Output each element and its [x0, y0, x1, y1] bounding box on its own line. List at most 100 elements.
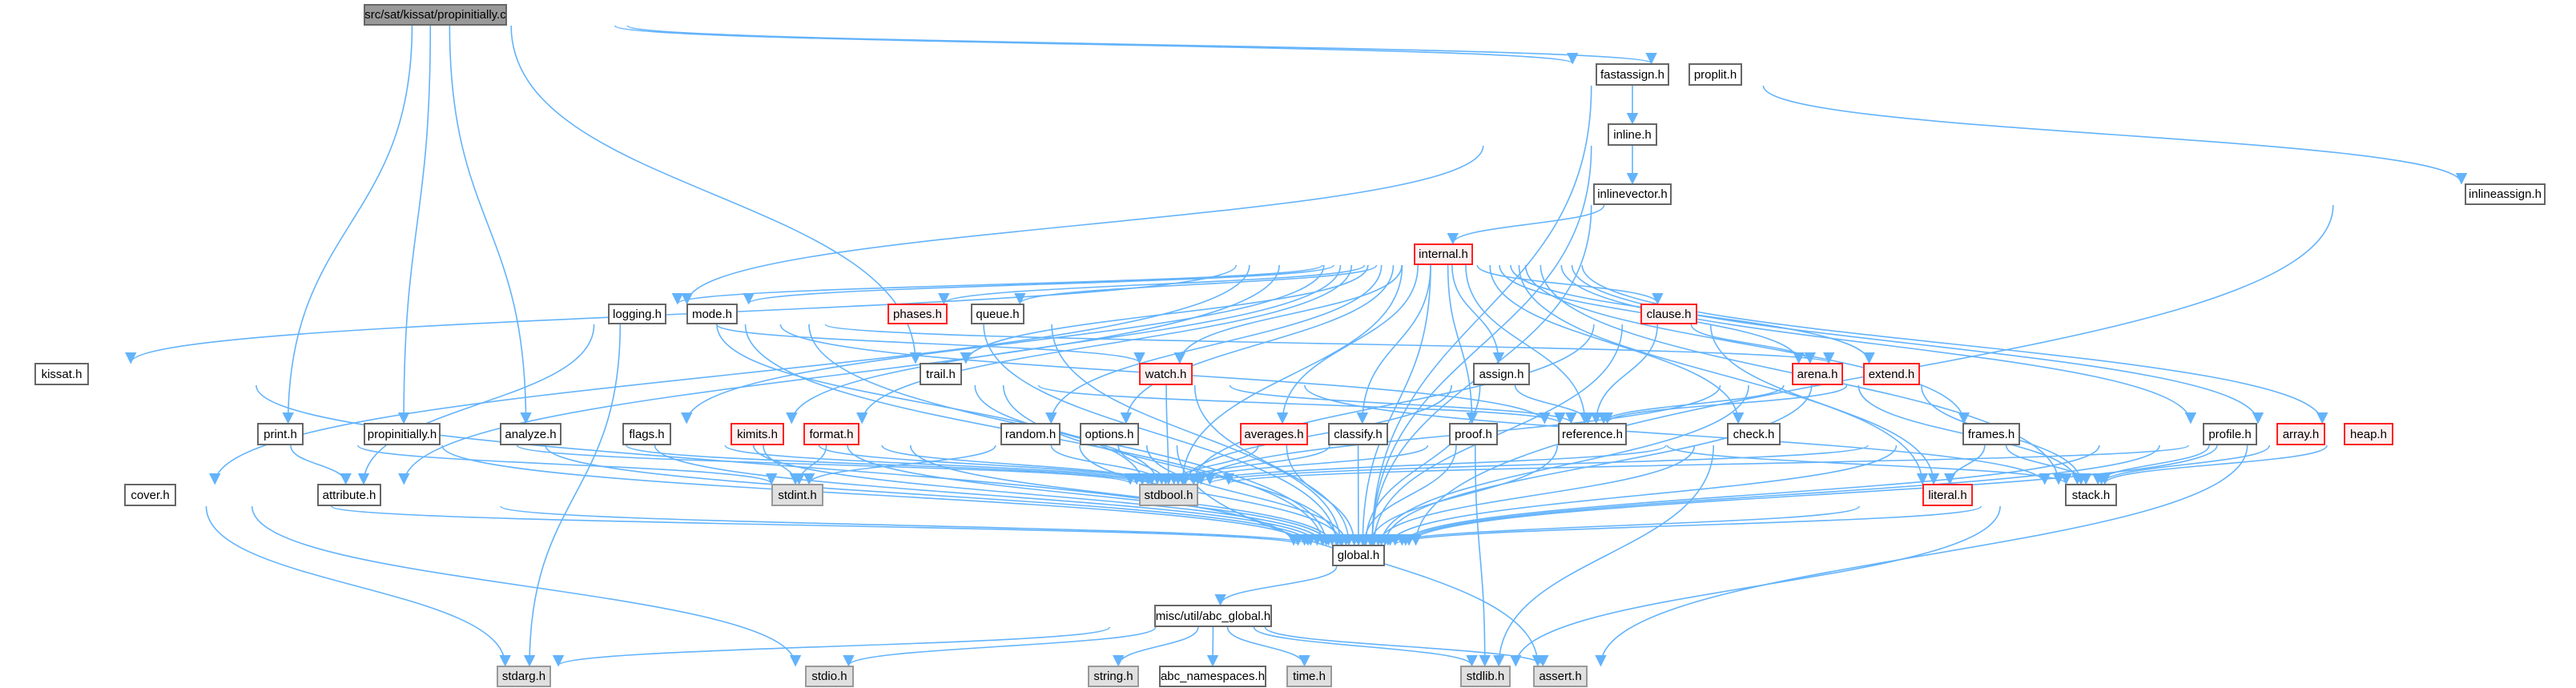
node-flags[interactable]: flags.h: [622, 423, 671, 445]
node-root[interactable]: src/sat/kissat/propinitially.c: [364, 4, 507, 26]
edge-array-to-global: [1399, 445, 2160, 546]
edge-print-to-attribute: [290, 445, 352, 485]
node-logging[interactable]: logging.h: [608, 304, 666, 324]
node-global[interactable]: global.h: [1332, 545, 1385, 566]
edge-logging-to-stdarg: [523, 324, 622, 667]
node-extend[interactable]: extend.h: [1863, 363, 1920, 385]
edge-root-to-fastassign: [614, 25, 1578, 65]
edge-watch-to-stdbool: [1162, 384, 1175, 485]
node-trail[interactable]: trail.h: [920, 363, 962, 385]
edge-logging-to-attribute: [357, 324, 595, 485]
edge-internal-to-queue: [1014, 264, 1378, 305]
edge-frames-to-global: [1384, 445, 1898, 546]
edge-abcglobal-to-stdio: [843, 626, 1157, 667]
edge-heap-to-global: [1403, 445, 2218, 546]
edge-root-to-print: [282, 25, 413, 424]
edge-assign-to-stdbool: [1179, 384, 1452, 485]
node-kimits[interactable]: kimits.h: [731, 423, 784, 445]
edge-abcglobal-to-stdlib: [1253, 626, 1478, 667]
edge-stack-to-global: [1389, 505, 1982, 546]
node-phases[interactable]: phases.h: [888, 304, 948, 324]
node-arena[interactable]: arena.h: [1792, 363, 1843, 385]
node-propinitiallyh[interactable]: propinitially.h: [364, 423, 441, 445]
edge-cover-to-global: [330, 505, 1304, 546]
node-clause[interactable]: clause.h: [1640, 304, 1697, 324]
edge-random-to-stdbool: [1050, 445, 1168, 485]
node-print[interactable]: print.h: [257, 423, 304, 445]
node-frames[interactable]: frames.h: [1962, 423, 2020, 445]
node-stdio[interactable]: stdio.h: [805, 666, 854, 687]
edge-arena-to-global: [1375, 384, 1749, 546]
edge-check-to-stdlib: [1493, 445, 1715, 667]
node-abcglobal[interactable]: misc/util/abc_global.h: [1154, 605, 1272, 627]
node-mode[interactable]: mode.h: [686, 304, 738, 324]
edge-profile-to-global: [1396, 445, 2100, 546]
node-proplit[interactable]: proplit.h: [1688, 63, 1742, 86]
edge-internal-to-logging: [672, 264, 1323, 305]
edge-internal-to-proof: [1447, 264, 1478, 424]
edge-extend-to-reference: [1601, 384, 1848, 424]
node-fastassign[interactable]: fastassign.h: [1596, 63, 1669, 86]
node-cover[interactable]: cover.h: [124, 484, 176, 506]
edge-options-to-global: [1145, 445, 1352, 546]
edge-trail-to-reference: [1037, 384, 1566, 424]
node-reference[interactable]: reference.h: [1558, 423, 1627, 445]
edge-frames-to-stdbool: [1204, 445, 1869, 485]
node-assign[interactable]: assign.h: [1473, 363, 1530, 385]
node-proof[interactable]: proof.h: [1449, 423, 1498, 445]
node-options[interactable]: options.h: [1080, 423, 1139, 445]
node-stdbool[interactable]: stdbool.h: [1139, 484, 1198, 506]
node-attribute[interactable]: attribute.h: [317, 484, 381, 506]
node-inlinevector[interactable]: inlinevector.h: [1593, 183, 1672, 205]
node-heap[interactable]: heap.h: [2344, 423, 2393, 445]
edge-internal-to-assign: [1451, 264, 1505, 364]
edge-root-to-analyze: [449, 25, 532, 424]
edge-options-to-stdbool: [1117, 445, 1172, 485]
edge-abcglobal-to-stdarg: [553, 626, 1111, 667]
edge-queue-to-global: [1051, 324, 1346, 546]
node-literal[interactable]: literal.h: [1922, 484, 1973, 506]
node-format[interactable]: format.h: [803, 423, 859, 445]
node-inline[interactable]: inline.h: [1608, 123, 1657, 146]
node-abcns[interactable]: abc_namespaces.h: [1159, 666, 1266, 687]
node-stdint[interactable]: stdint.h: [771, 484, 823, 506]
node-time[interactable]: time.h: [1286, 666, 1332, 687]
edge-heap-to-stdbool: [1223, 445, 2190, 485]
node-profile[interactable]: profile.h: [2203, 423, 2257, 445]
node-internal[interactable]: internal.h: [1414, 243, 1473, 265]
edge-cover-to-stdarg: [205, 505, 511, 667]
edge-internal-to-clause: [1476, 264, 1664, 305]
node-assert[interactable]: assert.h: [1533, 666, 1588, 687]
node-stack[interactable]: stack.h: [2065, 484, 2117, 506]
node-kissat[interactable]: kissat.h: [34, 363, 89, 385]
edge-logging-to-watch: [715, 324, 1145, 364]
edge-internal-to-kissat: [125, 264, 1238, 364]
node-check[interactable]: check.h: [1727, 423, 1781, 445]
node-classify[interactable]: classify.h: [1328, 423, 1388, 445]
edge-internal-to-frames: [1524, 264, 1970, 424]
node-random[interactable]: random.h: [1000, 423, 1061, 445]
edge-internal-to-check: [1489, 264, 1745, 424]
node-analyze[interactable]: analyze.h: [500, 423, 561, 445]
node-stdarg[interactable]: stdarg.h: [497, 666, 551, 687]
edge-frames-to-stack: [2005, 445, 2092, 485]
edge-format-to-global: [909, 445, 1338, 546]
edge-internal-to-format: [856, 264, 1353, 424]
edge-print-to-global: [441, 445, 1310, 546]
node-array[interactable]: array.h: [2276, 423, 2325, 445]
edge-propinitiallyh-to-stdbool: [516, 445, 1136, 485]
edge-random-to-global: [1079, 445, 1348, 546]
node-inlineassign[interactable]: inlineassign.h: [2465, 183, 2546, 205]
node-averages[interactable]: averages.h: [1240, 423, 1308, 445]
edge-internal-to-heap: [1581, 264, 2328, 424]
edge-print-to-stdint: [357, 445, 778, 485]
edge-kissat-to-global: [256, 384, 1300, 546]
edge-fastassign-to-inlineassign: [1762, 85, 2468, 185]
node-queue[interactable]: queue.h: [971, 304, 1024, 324]
node-stdlib[interactable]: stdlib.h: [1460, 666, 1511, 687]
edge-phases-to-global: [983, 324, 1342, 546]
node-watch[interactable]: watch.h: [1139, 363, 1193, 385]
node-string[interactable]: string.h: [1088, 666, 1139, 687]
